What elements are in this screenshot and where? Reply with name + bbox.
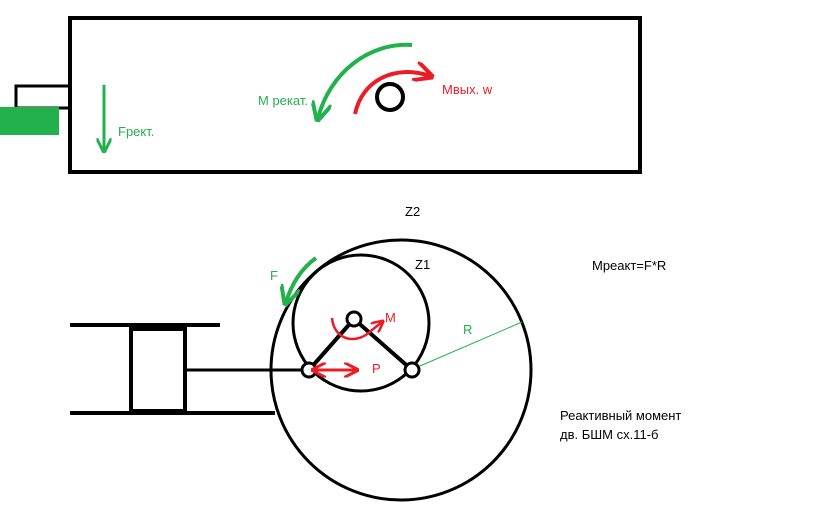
bottom-view: R F M P Z2 Z1 — [70, 204, 533, 502]
radius-line — [419, 321, 523, 367]
joint-left — [300, 361, 318, 379]
z1-label: Z1 — [415, 257, 430, 272]
output-shaft-circle — [375, 82, 405, 112]
mount-block — [0, 107, 59, 135]
f-rect-label: Fрект. — [118, 124, 154, 139]
linkage-right — [352, 317, 414, 372]
housing-body — [68, 16, 642, 174]
f-arrow — [286, 256, 318, 302]
m-react-arrow — [318, 42, 413, 118]
joint-right — [403, 361, 421, 379]
piston-block — [129, 327, 187, 413]
m-out-arrow — [353, 72, 430, 115]
z2-label: Z2 — [405, 204, 420, 219]
caption-line-1: Реактивный момент — [560, 408, 681, 423]
top-view: Fрект. M рекат. Mвых. w — [0, 16, 642, 174]
joint-top — [345, 310, 363, 328]
radius-label: R — [463, 322, 472, 337]
formula-text: Мреакт=F*R — [592, 258, 666, 273]
m-out-label: Mвых. w — [442, 82, 493, 97]
p-label: P — [372, 361, 381, 376]
m-arrow — [330, 317, 382, 341]
linkage-left — [307, 317, 356, 372]
gear-z1-circle — [291, 253, 431, 393]
f-label: F — [270, 268, 278, 283]
m-label: M — [385, 310, 396, 325]
caption-line-2: дв. БШМ сх.11-б — [560, 427, 658, 442]
m-react-label: M рекат. — [258, 93, 308, 108]
shaft-stub — [14, 84, 72, 110]
gear-z2-circle — [269, 238, 533, 502]
